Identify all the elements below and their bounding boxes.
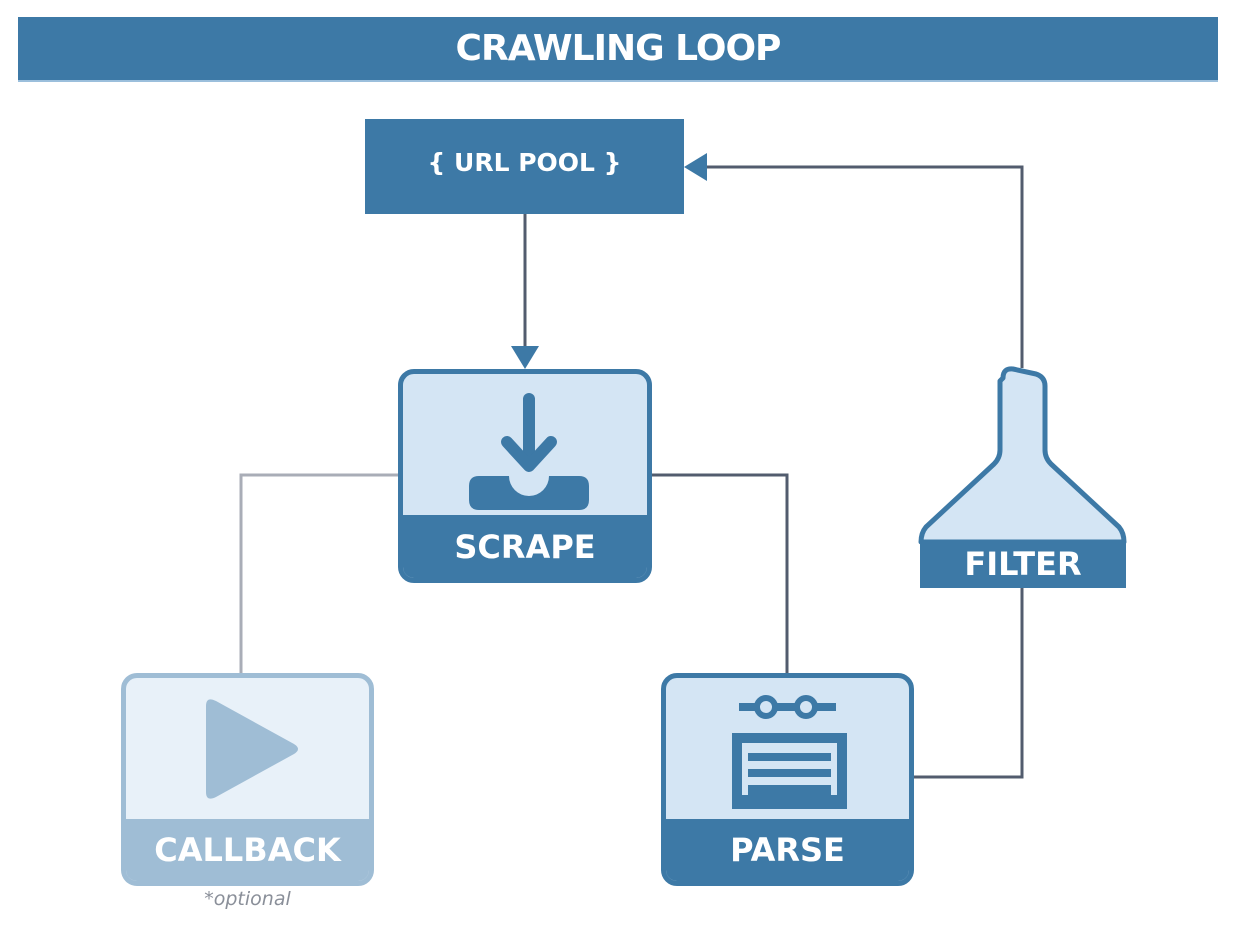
parse-label: PARSE — [666, 819, 909, 881]
edge-parse-to-filter — [914, 588, 1024, 779]
edge-scrape-to-parse — [652, 473, 789, 673]
scrape-label: SCRAPE — [403, 515, 647, 578]
download-tray-icon — [469, 393, 589, 510]
url-pool-label: { URL POOL } — [427, 148, 622, 177]
funnel-icon — [918, 366, 1127, 545]
play-icon — [206, 699, 298, 799]
callback-label: CALLBACK — [126, 819, 369, 881]
edge-filter-to-pool — [705, 165, 1024, 368]
filter-node[interactable]: FILTER — [920, 540, 1126, 588]
filter-label: FILTER — [964, 545, 1082, 583]
optional-note: *optional — [204, 888, 291, 910]
parse-node[interactable]: PARSE — [661, 673, 914, 886]
scrape-node[interactable]: SCRAPE — [398, 369, 652, 583]
url-pool-node[interactable]: { URL POOL } — [365, 119, 684, 214]
title-banner: CRAWLING LOOP — [18, 17, 1218, 82]
arrowhead-into-scrape — [511, 346, 539, 369]
arrowhead-into-pool — [684, 153, 707, 181]
diagram-title: CRAWLING LOOP — [455, 28, 782, 69]
parser-machine-icon — [732, 695, 847, 809]
callback-node[interactable]: CALLBACK — [121, 673, 374, 886]
edge-scrape-to-callback — [239, 473, 398, 673]
